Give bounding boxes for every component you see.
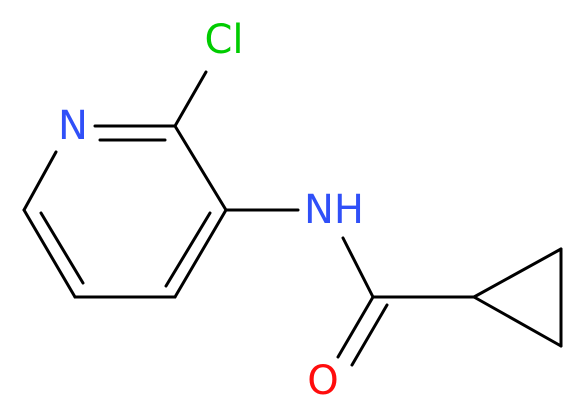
bond-c2-cl — [173, 70, 208, 128]
atom-label-pyridine-n: N — [58, 103, 88, 149]
bond-carbonyl-o-double — [350, 303, 389, 367]
bond-carbonyl-o — [336, 295, 375, 359]
bond-c3-c4 — [173, 208, 228, 299]
atom-label-nh: NH — [304, 187, 364, 233]
bond-c5-c6 — [22, 208, 77, 299]
atom-label-o: O — [307, 358, 338, 404]
bond-cyclopropyl-3-1 — [472, 295, 563, 348]
atom-label-cl: Cl — [204, 17, 243, 63]
bond-c6-n1 — [22, 150, 58, 212]
bond-nh-carbonyl — [341, 236, 375, 299]
bond-c5-c6-double — [39, 211, 85, 285]
bond-c2-c3 — [173, 124, 228, 212]
bond-c3-c4-double — [164, 211, 212, 288]
bond-cyclopropyl-1-2 — [472, 247, 563, 299]
